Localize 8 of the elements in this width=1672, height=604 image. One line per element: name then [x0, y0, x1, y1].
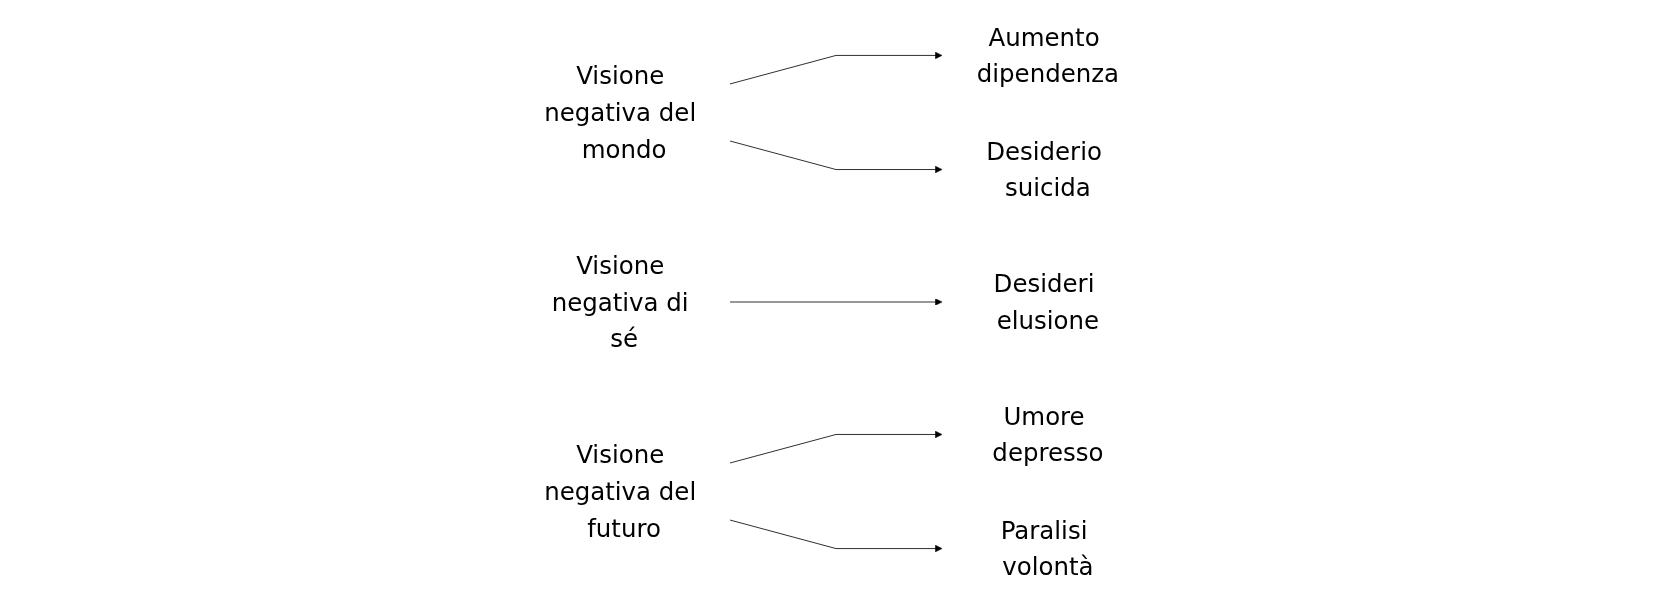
- node-text: Visione negativa di sé: [551, 251, 689, 353]
- node-text: Visione negativa del mondo: [544, 61, 697, 164]
- node-text: Umore depresso: [992, 401, 1104, 468]
- node-text: Paralisi volontà: [1000, 515, 1094, 582]
- node-text: Visione negativa del futuro: [544, 440, 697, 543]
- node-text: Desiderio suicida: [986, 136, 1102, 203]
- node-text: Desideri elusione: [993, 269, 1100, 335]
- node-text: Aumento dipendenza: [976, 22, 1120, 89]
